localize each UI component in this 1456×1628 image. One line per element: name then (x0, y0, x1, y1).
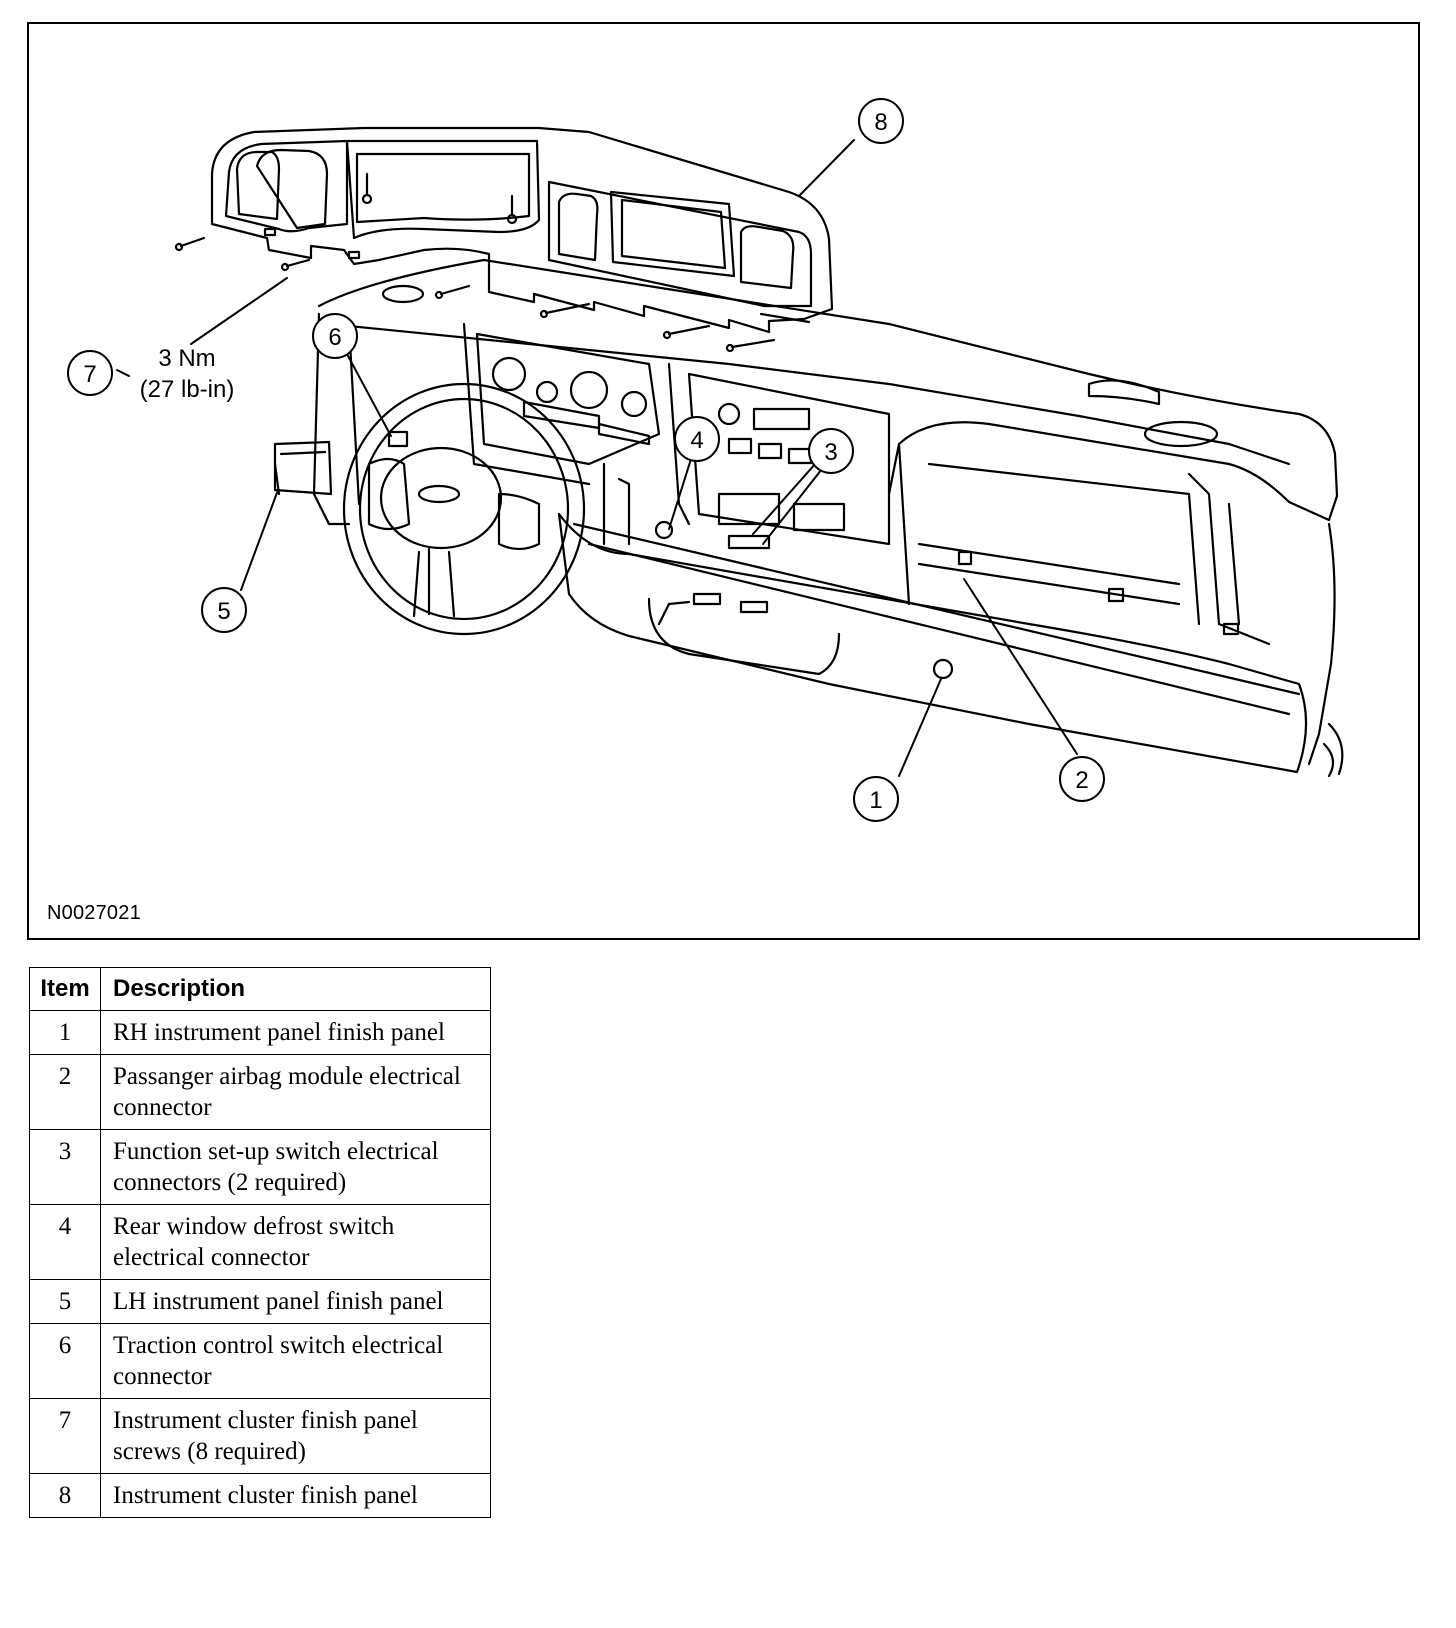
callout-8: 8 (858, 98, 904, 144)
table-row: 6 Traction control switch electrical con… (29, 1323, 491, 1399)
item-number: 1 (29, 1010, 101, 1055)
item-description: RH instrument panel finish panel (100, 1010, 491, 1055)
header-item: Item (29, 967, 101, 1011)
svg-text:7: 7 (83, 361, 96, 388)
svg-text:5: 5 (217, 598, 230, 625)
table-row: 8 Instrument cluster finish panel (29, 1473, 491, 1518)
table-row: 3 Function set-up switch electrical conn… (29, 1129, 491, 1205)
item-description: Instrument cluster finish panel (100, 1473, 491, 1518)
callout-3: 3 (808, 428, 854, 474)
torque-value-imperial: (27 lb-in) (140, 376, 235, 403)
item-description: LH instrument panel finish panel (100, 1279, 491, 1324)
table-row: 4 Rear window defrost switch electrical … (29, 1204, 491, 1280)
item-description: Instrument cluster finish panel screws (… (100, 1398, 491, 1474)
cluster-finish-panel-illustration (210, 126, 834, 334)
item-number: 6 (29, 1323, 101, 1399)
item-number: 2 (29, 1054, 101, 1130)
table-row: 5 LH instrument panel finish panel (29, 1279, 491, 1324)
torque-value: 3 Nm (158, 345, 215, 372)
item-description: Passanger airbag module electrical conne… (100, 1054, 491, 1130)
svg-text:6: 6 (328, 324, 341, 351)
callout-1: 1 (853, 776, 899, 822)
screw-group-illustration (174, 172, 776, 353)
table-row: 1 RH instrument panel finish panel (29, 1010, 491, 1055)
instrument-panel-illustration (273, 258, 1344, 778)
table-row: 2 Passanger airbag module electrical con… (29, 1054, 491, 1130)
svg-text:1: 1 (869, 787, 882, 814)
figure-frame: 1 2 3 4 5 6 7 (27, 22, 1420, 940)
figure-id: N0027021 (47, 902, 141, 924)
legend-header-row: Item Description (29, 967, 491, 1011)
leader-lines (116, 139, 1078, 777)
item-number: 7 (29, 1398, 101, 1474)
svg-text:2: 2 (1075, 767, 1088, 794)
callout-5: 5 (201, 587, 247, 633)
item-number: 5 (29, 1279, 101, 1324)
item-number: 8 (29, 1473, 101, 1518)
dashboard-exploded-diagram: 1 2 3 4 5 6 7 (67, 98, 1344, 822)
callout-6: 6 (312, 313, 358, 359)
callout-2: 2 (1059, 756, 1105, 802)
callout-4: 4 (674, 416, 720, 462)
svg-text:8: 8 (874, 109, 887, 136)
item-description: Traction control switch electrical conne… (100, 1323, 491, 1399)
svg-text:4: 4 (690, 427, 703, 454)
legend-table: Item Description 1 RH instrument panel f… (29, 967, 491, 1518)
callout-7: 7 (67, 350, 113, 396)
item-number: 4 (29, 1204, 101, 1280)
table-row: 7 Instrument cluster finish panel screws… (29, 1398, 491, 1474)
item-description: Rear window defrost switch electrical co… (100, 1204, 491, 1280)
svg-text:3: 3 (824, 439, 837, 466)
header-description: Description (100, 967, 491, 1011)
item-description: Function set-up switch electrical connec… (100, 1129, 491, 1205)
item-number: 3 (29, 1129, 101, 1205)
